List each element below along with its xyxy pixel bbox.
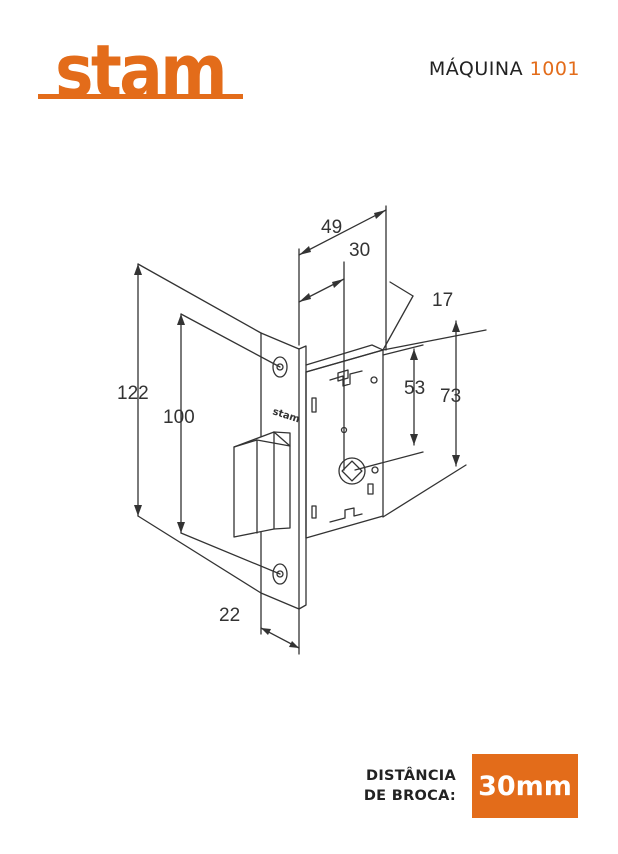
dim-100-label: 100 <box>163 407 195 428</box>
drill-distance-label: DISTÂNCIA DE BROCA: <box>364 766 456 806</box>
dim-73-label: 73 <box>440 386 461 407</box>
model-number: 1001 <box>529 58 580 80</box>
stam-logo: stam <box>38 38 243 104</box>
drill-distance-label-line2: DE BROCA: <box>363 788 456 804</box>
model-label: MÁQUINA <box>428 58 524 80</box>
drill-distance-value: 30mm <box>472 754 578 818</box>
case-detail-bottom <box>329 507 363 523</box>
drill-distance-label-line1: DISTÂNCIA <box>366 768 456 784</box>
dim-53-label: 53 <box>404 378 425 399</box>
top-screw-hole <box>272 356 288 378</box>
logo-underline <box>38 94 243 99</box>
case-detail-top <box>329 370 363 387</box>
latch-bolt-side <box>273 431 291 530</box>
dim-22-label: 22 <box>219 605 240 626</box>
bottom-screw-hole <box>272 563 288 585</box>
follower-square <box>341 460 363 482</box>
case-rivet <box>370 376 378 384</box>
drill-distance-spec: DISTÂNCIA DE BROCA: 30mm <box>364 754 578 818</box>
dim-30-label: 30 <box>349 240 370 261</box>
latch-bolt-front <box>233 431 275 538</box>
follower-hub <box>338 457 366 485</box>
faceplate-edge <box>298 345 307 610</box>
dim-49-label: 49 <box>321 217 342 238</box>
model-title: MÁQUINA 1001 <box>429 58 580 80</box>
dim-17-label: 17 <box>432 290 453 311</box>
dim-122-label: 122 <box>117 383 149 404</box>
logo-text: stam <box>55 38 225 104</box>
